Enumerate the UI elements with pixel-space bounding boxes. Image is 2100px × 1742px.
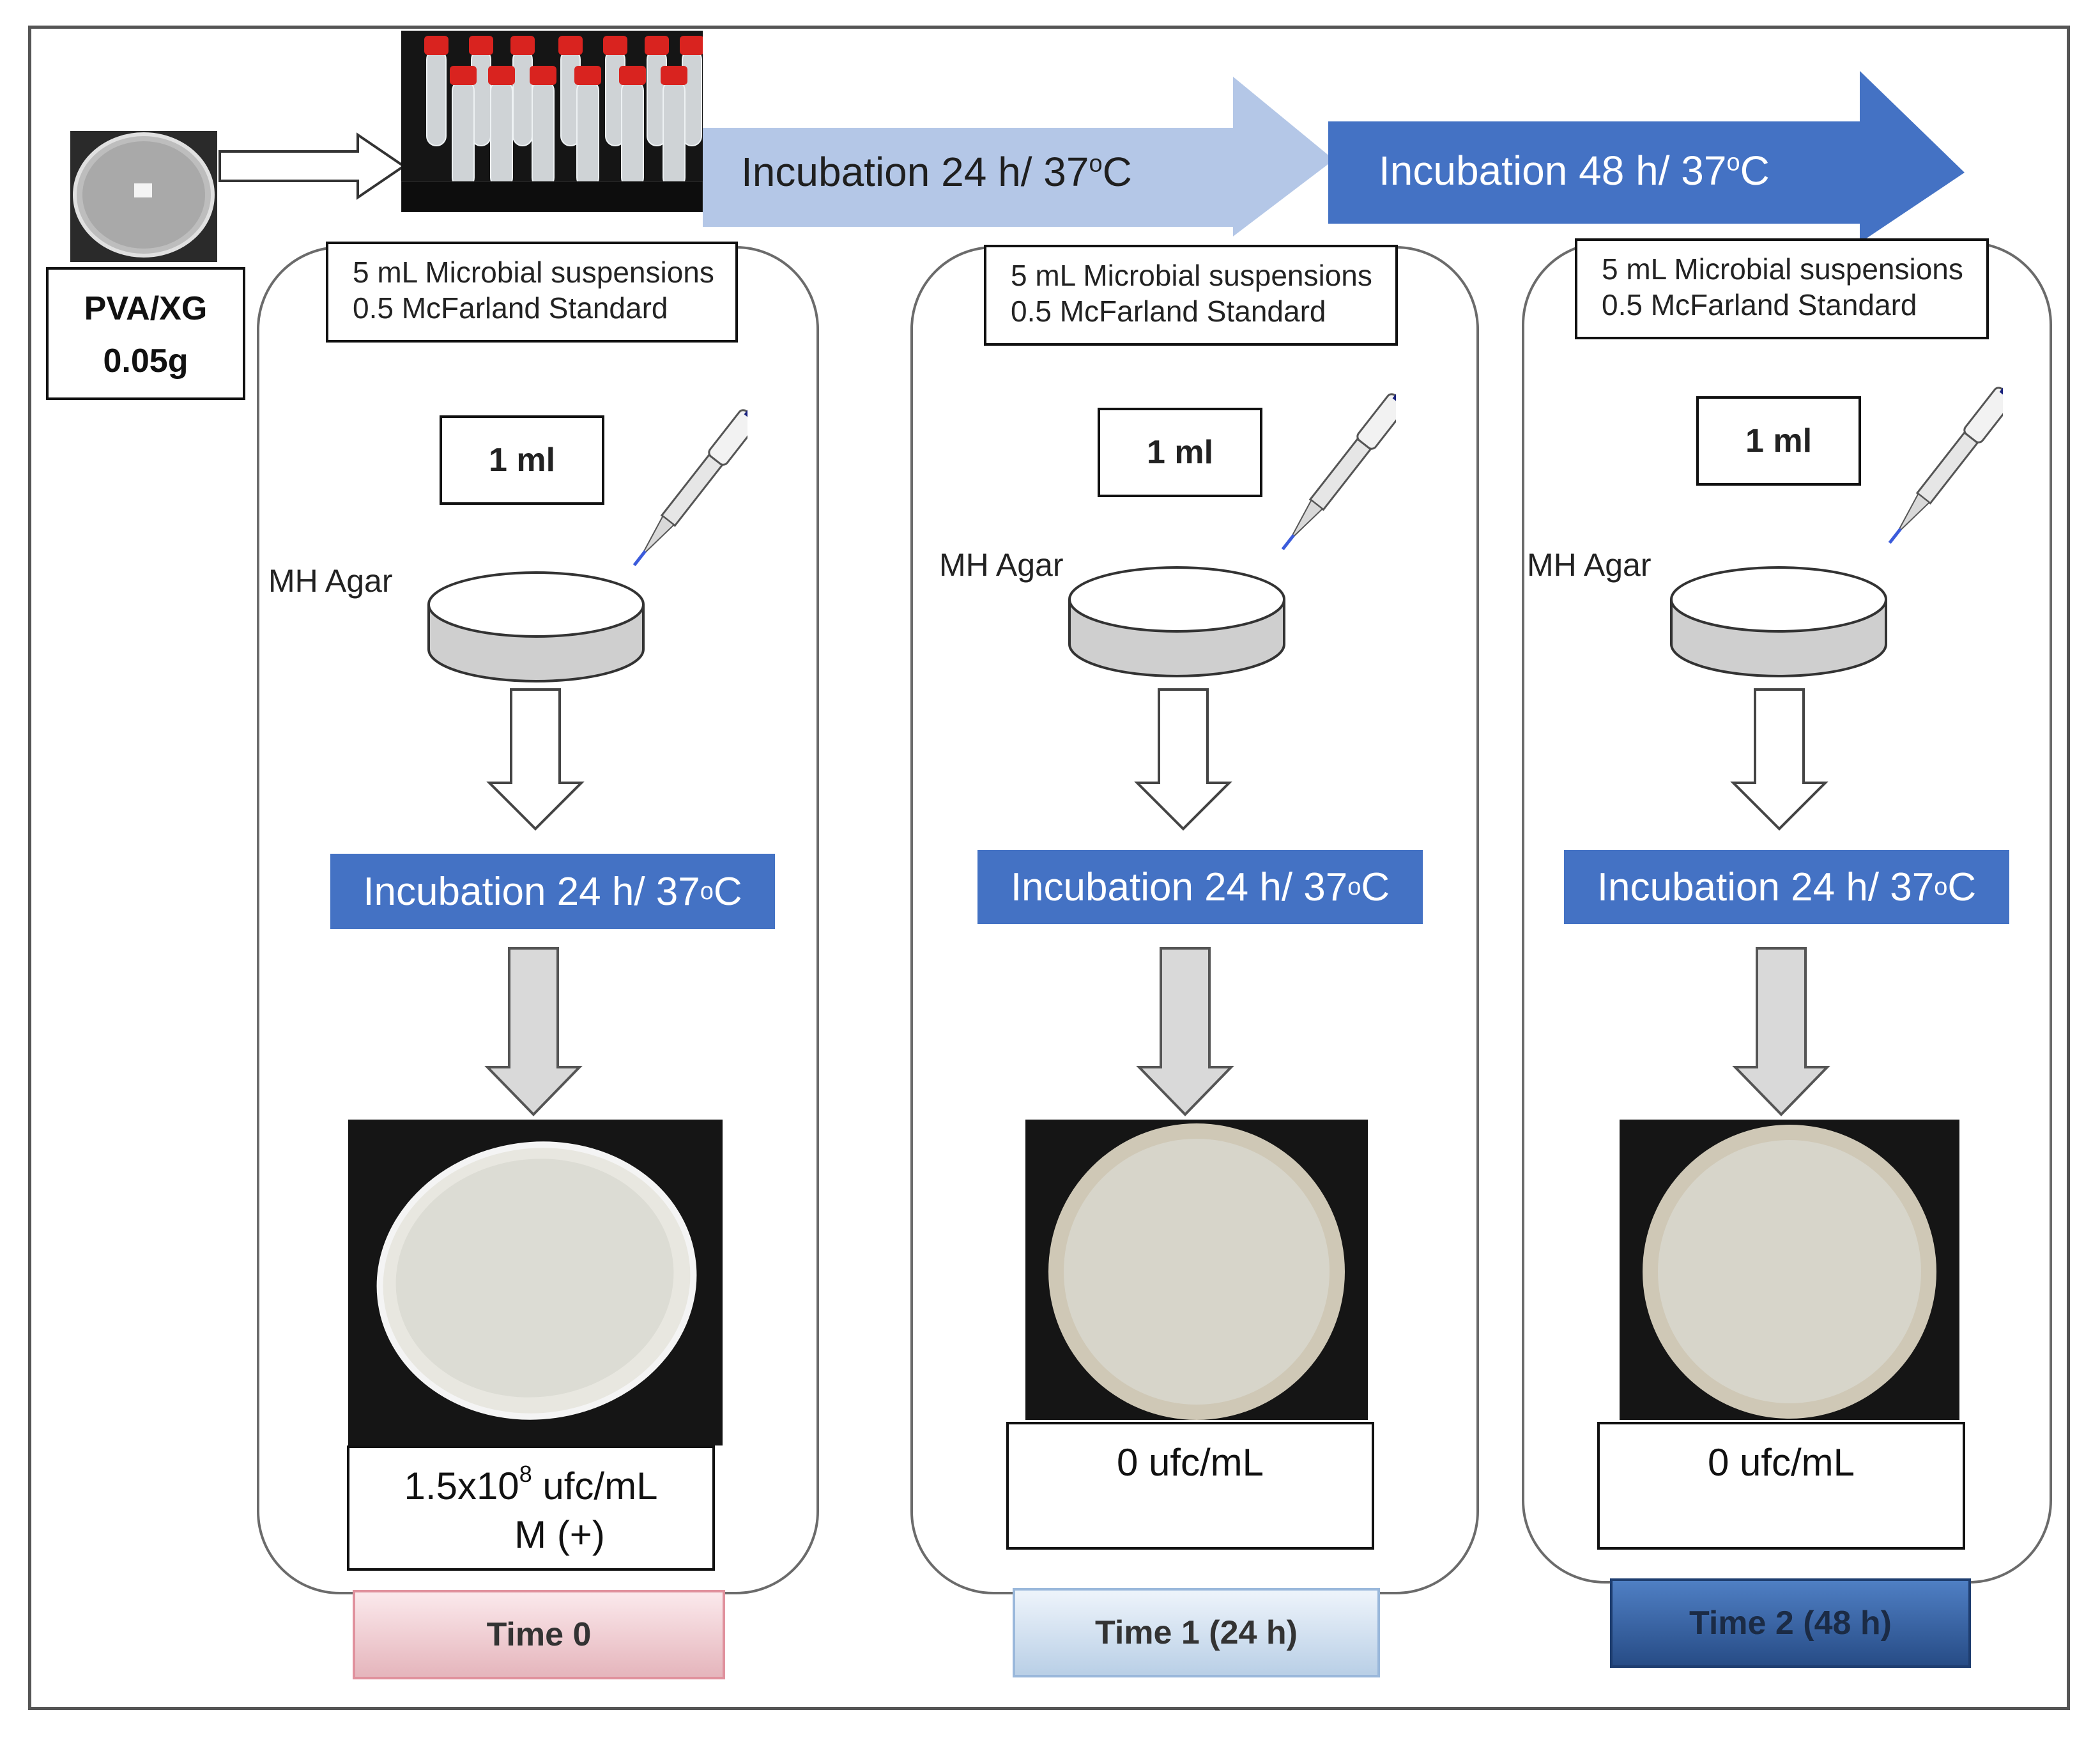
agar-dish-icon (427, 571, 645, 682)
agar-label-time-1: MH Agar (939, 547, 1064, 583)
test-tube (619, 66, 646, 189)
top-arrow-incubation-24h (703, 77, 1334, 236)
result-plate-photo-time-1 (1025, 1120, 1368, 1420)
result-plate-photo-time-2 (1620, 1120, 1959, 1420)
agar-dish-icon (1068, 566, 1285, 677)
time-label-2: Time 2 (48 h) (1610, 1578, 1971, 1668)
pipette-icon (1888, 378, 2003, 544)
outer-frame (28, 26, 2070, 1710)
test-tube (661, 66, 687, 189)
volume-box-time-0: 1 ml (440, 415, 604, 505)
agar-dish-icon (1670, 566, 1887, 677)
suspension-box-time-2: 5 mL Microbial suspensions 0.5 McFarland… (1575, 238, 1989, 339)
sample-petri-photo (70, 131, 217, 262)
petri-plate-clear-icon (1048, 1123, 1345, 1420)
down-arrow-gray-icon (484, 947, 583, 1116)
result-count-time-1: 0 ufc/mL (1006, 1422, 1374, 1550)
tube-rack (401, 181, 703, 212)
top-arrow-24h-label: Incubation 24 h/ 37oC (741, 149, 1132, 195)
down-arrow-hollow-icon (1134, 688, 1232, 831)
top-arrow-48h-label: Incubation 48 h/ 37oC (1379, 148, 1770, 194)
test-tube (645, 36, 669, 146)
pipette-icon (1281, 385, 1396, 551)
test-tube (574, 66, 601, 189)
result-count-time-2: 0 ufc/mL (1597, 1422, 1965, 1550)
petri-dish-icon (73, 132, 215, 258)
time-label-0: Time 0 (353, 1590, 725, 1679)
top-arrow-incubation-48h (1328, 71, 1965, 243)
test-tube (450, 66, 477, 189)
result-count-time-0: 1.5x108 ufc/mL M (+) (347, 1445, 715, 1571)
petri-plate-clear-icon (1643, 1125, 1936, 1419)
sample-label-box: PVA/XG 0.05g (46, 267, 245, 400)
sample-mass: 0.05g (103, 343, 188, 380)
test-tube (424, 36, 448, 146)
result-plate-photo-time-0 (348, 1120, 723, 1445)
tubes-rack-photo (401, 31, 703, 212)
down-arrow-gray-icon (1136, 947, 1234, 1116)
hollow-right-arrow-icon (218, 132, 406, 200)
agar-label-time-0: MH Agar (268, 563, 393, 599)
test-tube (488, 66, 515, 189)
down-arrow-hollow-icon (1730, 688, 1828, 831)
down-arrow-hollow-icon (486, 688, 585, 831)
test-tube (530, 66, 556, 189)
down-arrow-gray-icon (1732, 947, 1830, 1116)
suspension-box-time-1: 5 mL Microbial suspensions 0.5 McFarland… (984, 245, 1398, 346)
test-tubes-icon (401, 36, 703, 212)
volume-box-time-2: 1 ml (1696, 396, 1861, 486)
volume-box-time-1: 1 ml (1098, 408, 1262, 497)
suspension-box-time-0: 5 mL Microbial suspensions 0.5 McFarland… (326, 242, 738, 343)
pipette-icon (632, 401, 747, 567)
agar-label-time-2: MH Agar (1527, 547, 1652, 583)
sample-name: PVA/XG (84, 290, 208, 327)
time-label-1: Time 1 (24 h) (1013, 1588, 1380, 1677)
petri-plate-growth-icon (376, 1141, 697, 1420)
test-tube (510, 36, 535, 146)
